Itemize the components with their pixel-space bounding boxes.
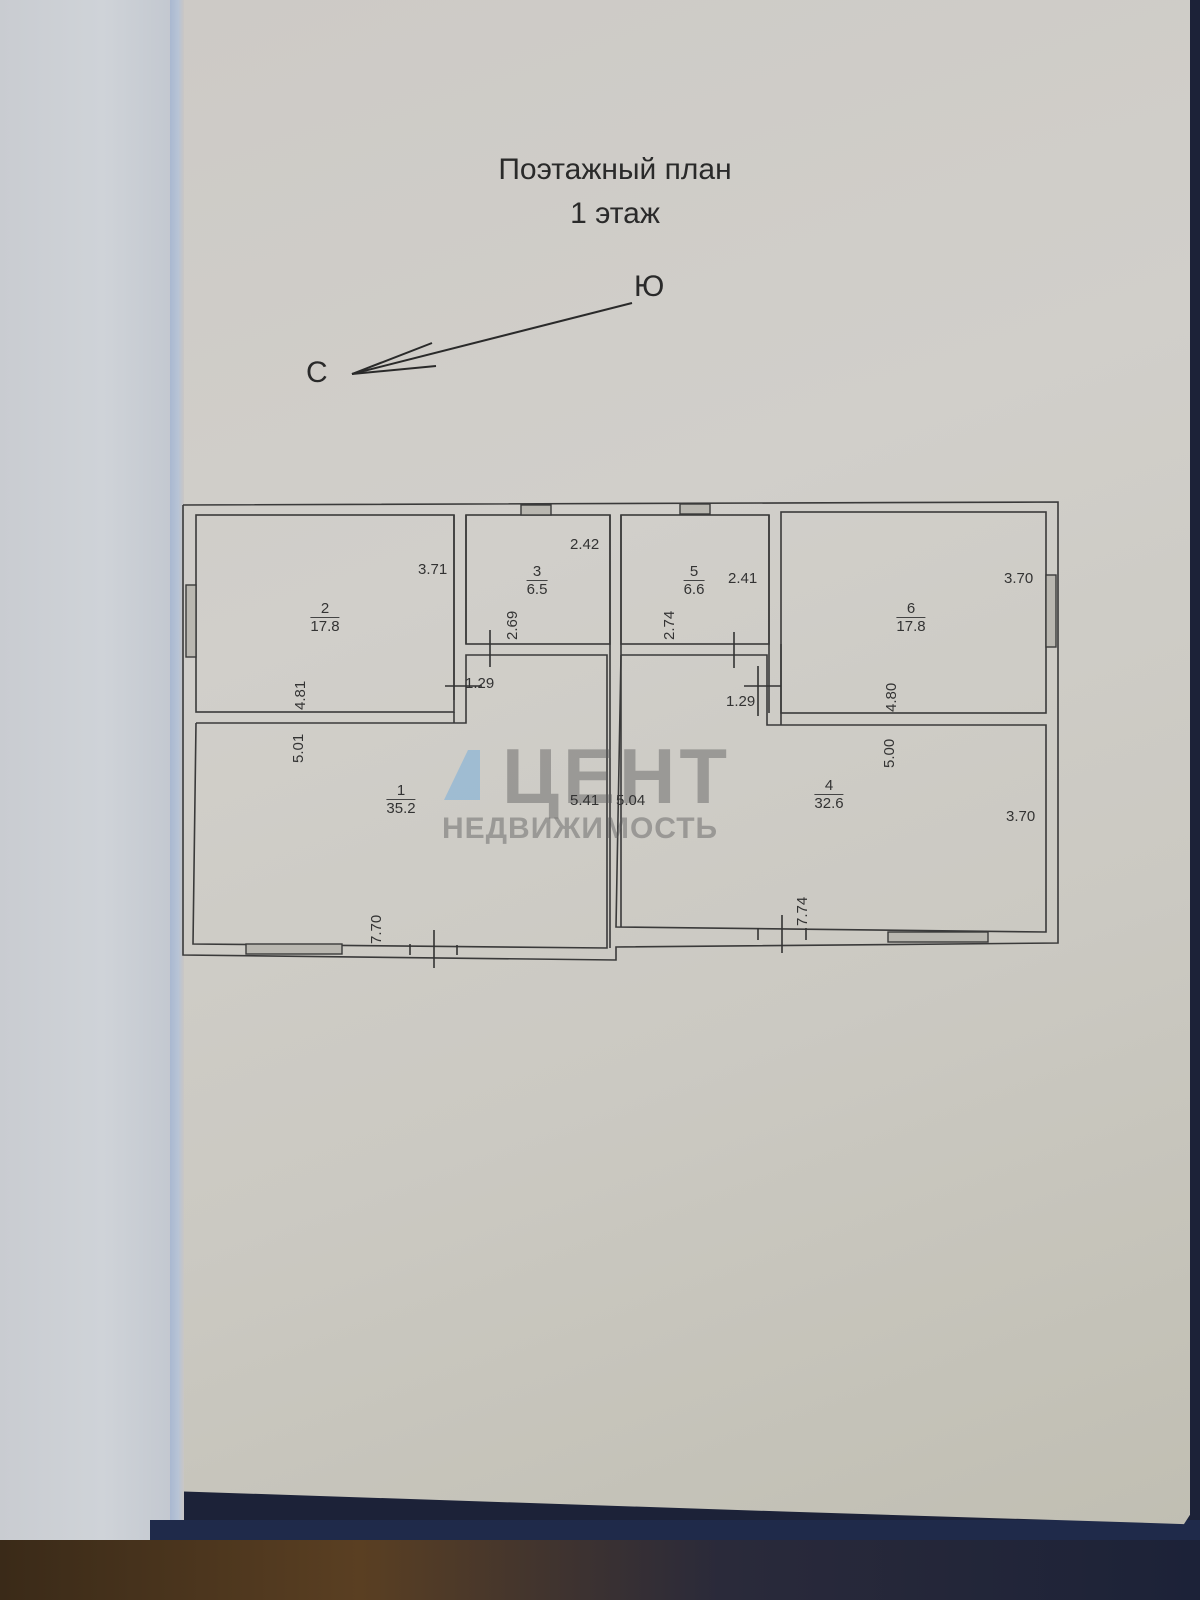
dim-room3-width: 2.42 <box>570 536 600 553</box>
room-6-label: 6 17.8 <box>896 600 926 635</box>
dim-room1-width: 5.01 <box>290 733 307 763</box>
dim-room2-length: 4.81 <box>292 680 309 710</box>
dim-room4-length: 7.74 <box>794 896 811 926</box>
watermark-subtitle: НЕДВИЖИМОСТЬ <box>442 812 719 845</box>
dim-room6-length: 4.80 <box>883 682 900 712</box>
logo-mark-icon <box>444 750 480 800</box>
dim-corridor-left: 1.29 <box>465 675 495 692</box>
dim-room2-width: 3.71 <box>418 561 448 578</box>
compass-north-label: С <box>306 356 328 389</box>
watermark: ЦЕНТ НЕДВИЖИМОСТЬ <box>440 732 760 848</box>
desk-surface <box>0 1540 1200 1600</box>
page-edge <box>170 0 184 1600</box>
compass-south-label: Ю <box>634 270 665 303</box>
dim-room4-width: 5.00 <box>881 738 898 768</box>
title-line-1: Поэтажный план <box>498 153 732 186</box>
dim-corridor-right: 1.29 <box>726 693 756 710</box>
watermark-brand: ЦЕНТ <box>502 732 731 820</box>
document-page <box>184 0 1190 1525</box>
title-line-2: 1 этаж <box>570 197 660 230</box>
room-3-label: 3 6.5 <box>526 563 548 598</box>
room-5-label: 5 6.6 <box>683 563 705 598</box>
room-2-label: 2 17.8 <box>310 600 340 635</box>
dim-room1-depth: 5.41 <box>570 792 600 809</box>
page-title: Поэтажный план 1 этаж <box>440 148 790 236</box>
dim-room5-width: 2.41 <box>728 570 758 587</box>
dim-room1-length: 7.70 <box>368 914 385 944</box>
dim-room3-length: 2.69 <box>504 610 521 640</box>
dim-room4-side: 3.70 <box>1006 808 1036 825</box>
room-1-label: 1 35.2 <box>386 782 416 817</box>
dim-room6-width: 3.70 <box>1004 570 1034 587</box>
dim-room4-depth: 5.04 <box>616 792 646 809</box>
room-4-label: 4 32.6 <box>814 777 844 812</box>
previous-page <box>0 0 172 1600</box>
dim-room5-length: 2.74 <box>661 610 678 640</box>
